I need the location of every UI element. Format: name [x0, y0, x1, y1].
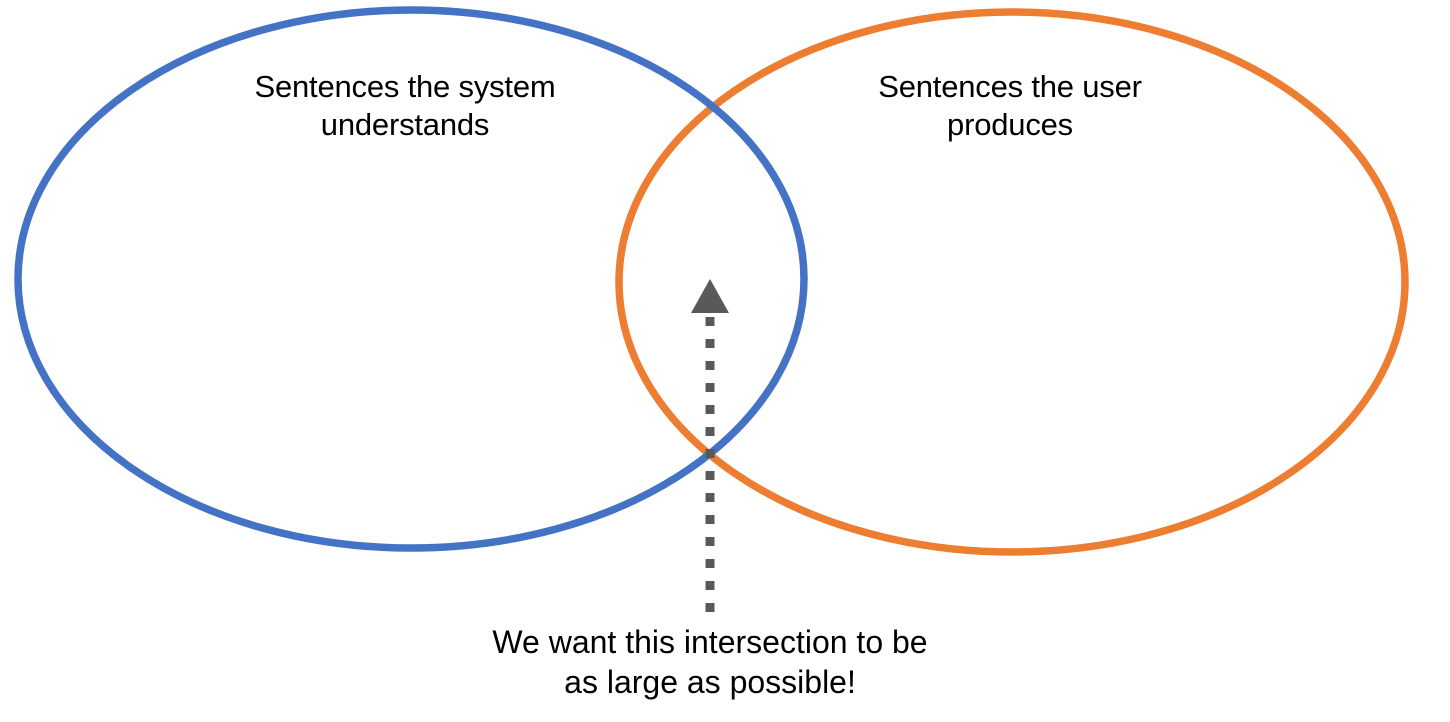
set-ellipse-user: [615, 8, 1409, 556]
intersection-caption: We want this intersection to be as large…: [492, 624, 928, 701]
callout-arrowhead-icon: [691, 279, 729, 313]
set-label-system: Sentences the system understands: [254, 69, 556, 142]
set-label-user: Sentences the user produces: [878, 69, 1142, 142]
set-ellipse-system: [14, 6, 808, 552]
